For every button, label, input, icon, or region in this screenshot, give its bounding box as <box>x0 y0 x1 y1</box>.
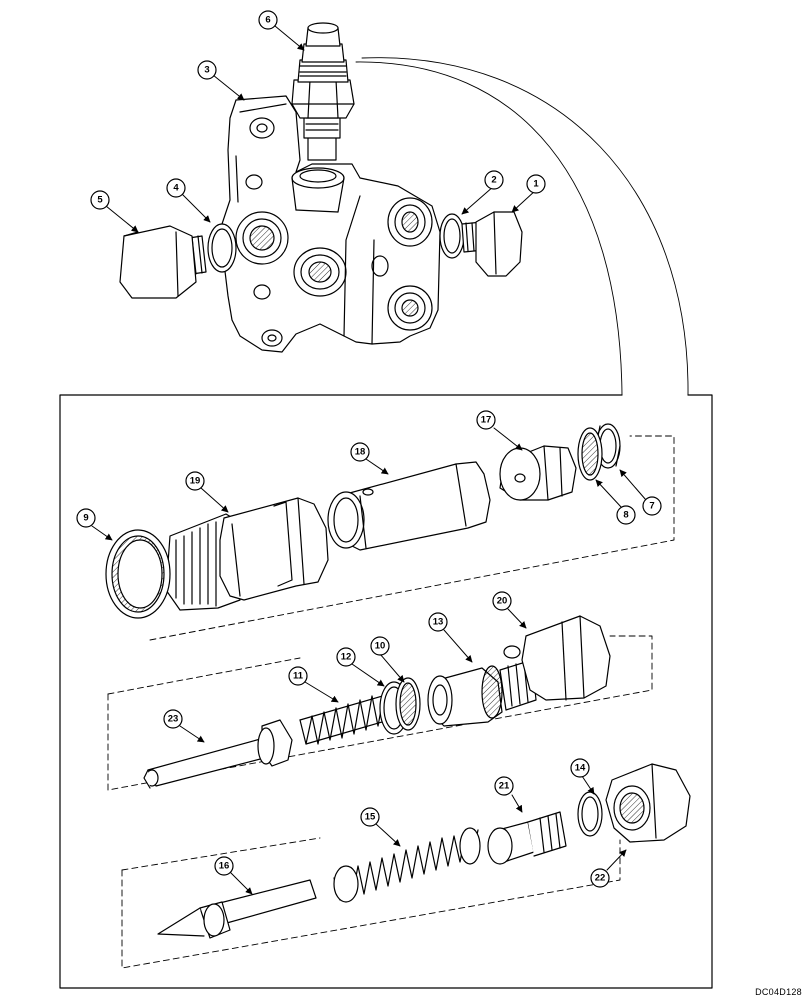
o-ring-2 <box>439 213 465 259</box>
svg-text:9: 9 <box>83 513 88 524</box>
callout-6: 6 <box>258 10 278 30</box>
callouts: 1 2 3 4 5 6 7 8 9 10 11 12 13 14 15 16 1… <box>76 10 662 888</box>
callout-7: 7 <box>642 496 662 516</box>
callout-2: 2 <box>484 170 504 190</box>
svg-text:14: 14 <box>575 763 586 774</box>
detail-frame <box>59 394 713 989</box>
svg-text:22: 22 <box>595 873 606 884</box>
callout-14: 14 <box>570 758 590 778</box>
o-ring-4 <box>207 223 237 273</box>
callout-21: 21 <box>494 776 514 796</box>
callout-11: 11 <box>288 666 308 686</box>
callout-9: 9 <box>76 508 96 528</box>
seat-17 <box>499 445 577 501</box>
gasket-9 <box>105 529 171 619</box>
svg-text:13: 13 <box>433 617 444 628</box>
callout-3: 3 <box>197 60 217 80</box>
svg-text:6: 6 <box>265 15 270 26</box>
callout-17: 17 <box>476 410 496 430</box>
poppet-13 <box>427 665 503 727</box>
nut-22 <box>605 763 691 843</box>
middle-guide-box <box>107 635 653 791</box>
valve-body <box>219 95 441 353</box>
plunger-23 <box>143 719 293 789</box>
spring-15 <box>333 827 481 903</box>
lower-guide-box <box>121 837 621 969</box>
callout-20: 20 <box>492 591 512 611</box>
callout-23: 23 <box>163 709 183 729</box>
housing-19 <box>165 497 329 611</box>
svg-text:1: 1 <box>533 179 539 190</box>
callout-10: 10 <box>370 636 390 656</box>
ring-10 <box>395 677 421 731</box>
callout-16: 16 <box>214 856 234 876</box>
svg-text:4: 4 <box>173 183 179 194</box>
callout-1: 1 <box>526 174 546 194</box>
adjuster-20 <box>499 615 611 711</box>
svg-text:2: 2 <box>491 175 496 186</box>
callout-5: 5 <box>90 190 110 210</box>
callout-22: 22 <box>590 868 610 888</box>
svg-text:21: 21 <box>499 781 510 792</box>
callout-13: 13 <box>428 612 448 632</box>
upper-guide-box <box>149 435 675 641</box>
svg-text:18: 18 <box>355 447 366 458</box>
svg-text:11: 11 <box>293 671 304 682</box>
svg-text:16: 16 <box>219 861 230 872</box>
relief-valve-cartridge <box>291 22 355 161</box>
plunger-16 <box>157 879 317 939</box>
svg-text:3: 3 <box>204 65 209 76</box>
callout-15: 15 <box>360 807 380 827</box>
svg-text:23: 23 <box>168 714 179 725</box>
svg-text:8: 8 <box>623 510 628 521</box>
svg-text:17: 17 <box>481 415 492 426</box>
ring-14 <box>577 791 603 837</box>
svg-text:12: 12 <box>341 652 352 663</box>
detail-leader-curves <box>355 57 689 396</box>
drawing-code: DC04D128 <box>755 987 802 997</box>
callout-8: 8 <box>616 505 636 525</box>
plug-1 <box>461 211 523 277</box>
callout-18: 18 <box>350 442 370 462</box>
callout-12: 12 <box>336 647 356 667</box>
callout-4: 4 <box>166 178 186 198</box>
adjusting-screw-21 <box>487 811 567 865</box>
sleeve-18 <box>327 461 491 551</box>
callout-19: 19 <box>185 471 205 491</box>
plug-5 <box>119 225 207 299</box>
svg-text:20: 20 <box>497 596 508 607</box>
svg-text:19: 19 <box>190 476 201 487</box>
svg-text:7: 7 <box>649 501 654 512</box>
ring-8 <box>577 427 603 481</box>
svg-text:15: 15 <box>365 812 376 823</box>
svg-text:5: 5 <box>97 195 103 206</box>
svg-text:10: 10 <box>375 641 386 652</box>
callout-leaders <box>91 25 647 895</box>
